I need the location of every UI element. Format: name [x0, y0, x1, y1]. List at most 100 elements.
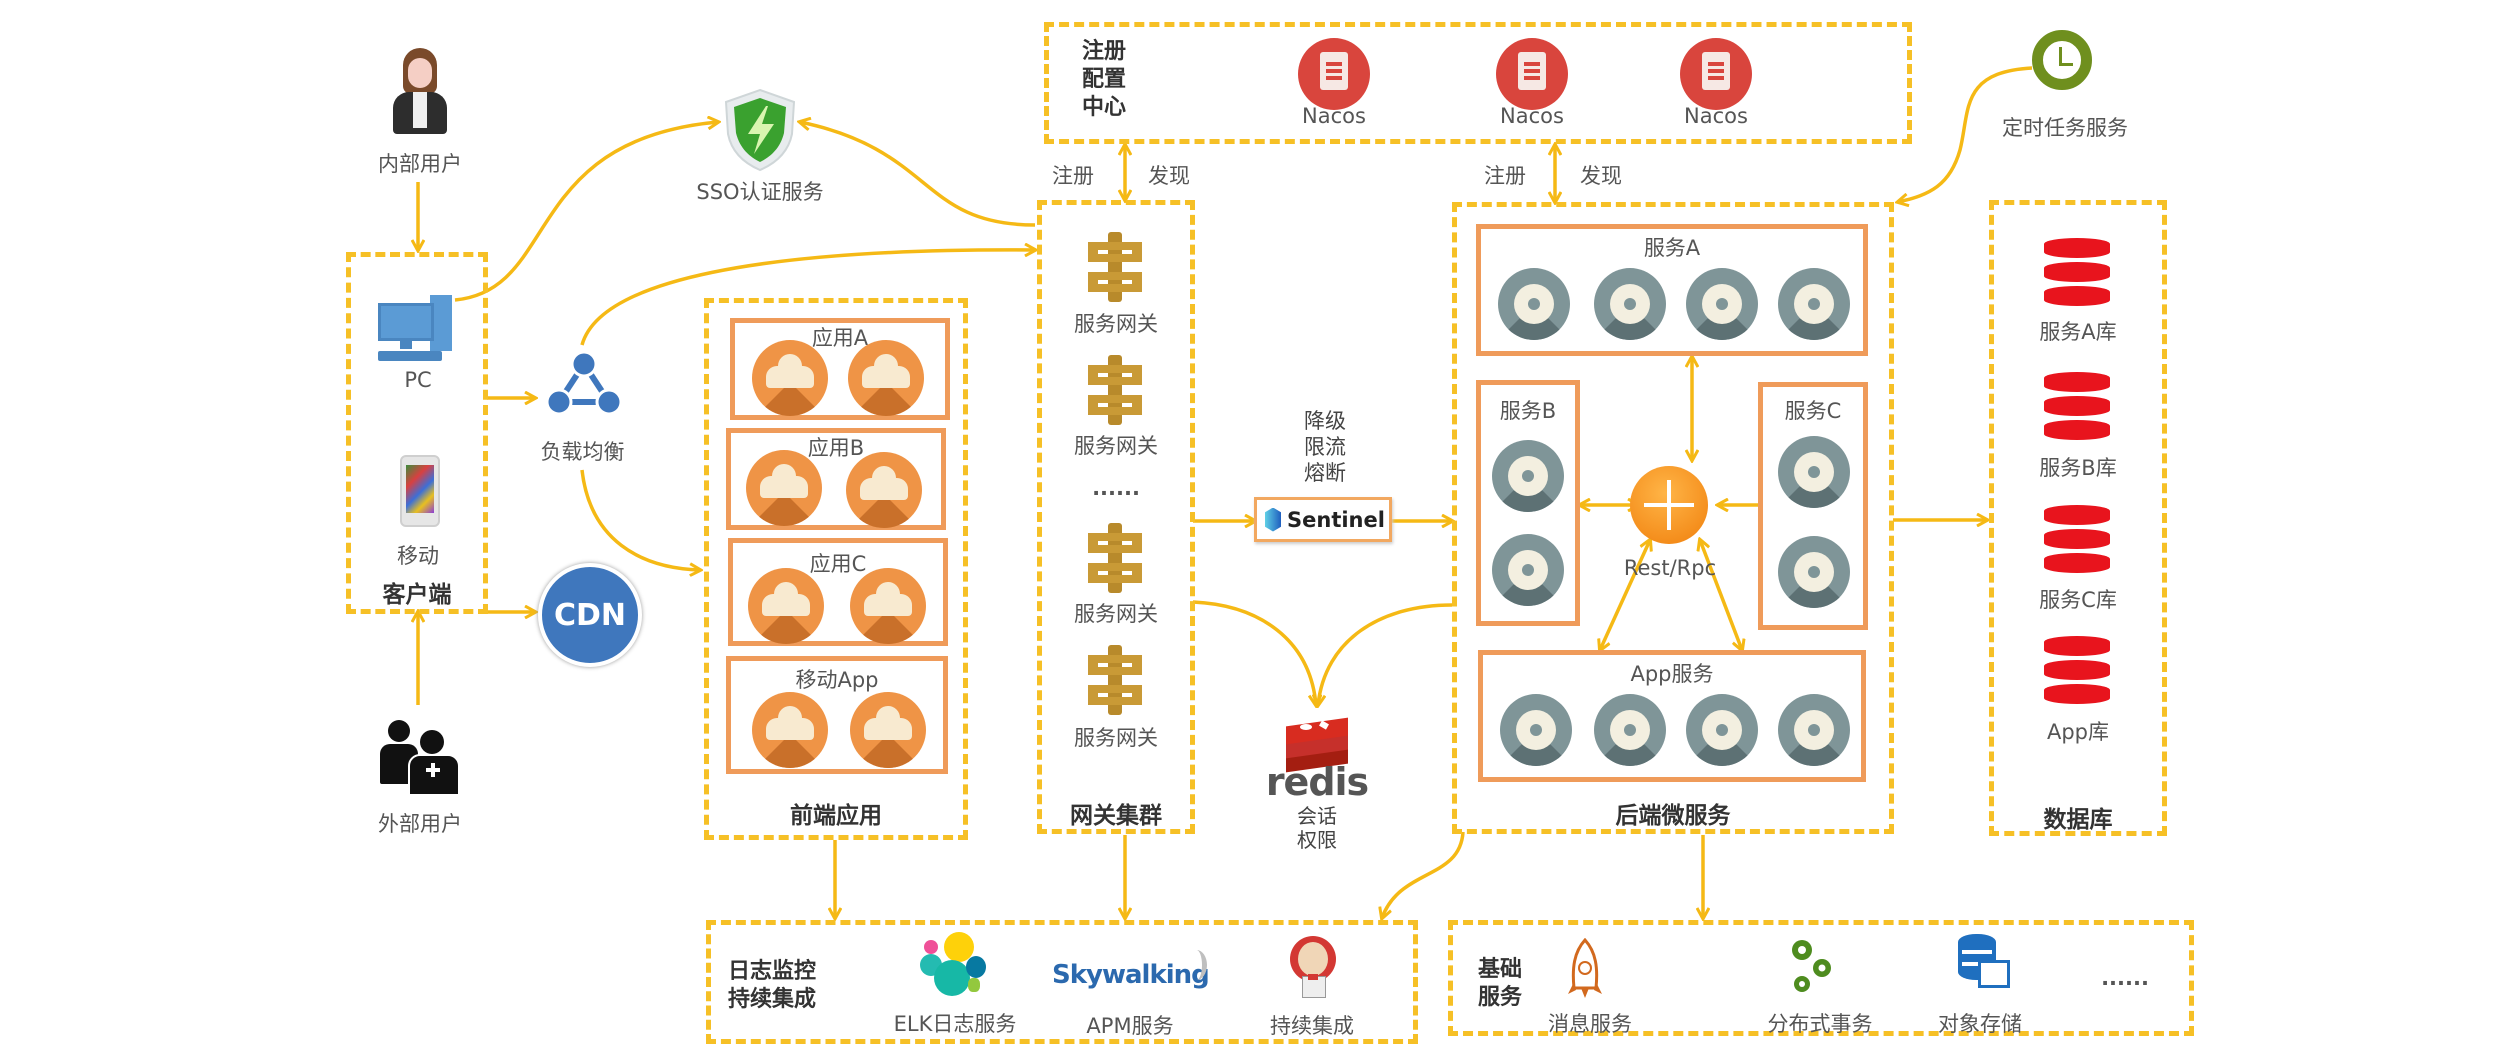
database-title: 数据库: [2043, 807, 2113, 833]
rocket-icon[interactable]: [1568, 937, 1602, 1000]
frontend-title: 前端应用: [790, 803, 882, 829]
backend-group: [1452, 202, 1894, 834]
registry-title-line: 注册: [1082, 39, 1127, 64]
app-label: 移动App: [795, 668, 879, 692]
cloud-icon: [752, 340, 828, 416]
gear-icon: [1778, 436, 1850, 508]
arrow-lb-to-frontend: [580, 469, 700, 570]
jenkins-icon[interactable]: [1290, 936, 1336, 998]
gateway-title: 网关集群: [1070, 803, 1162, 829]
infra-title-line: 基础: [1478, 957, 1523, 982]
pc-icon[interactable]: [378, 295, 458, 363]
scheduler-label: 定时任务服务: [2002, 116, 2128, 140]
gear-icon: [1500, 694, 1572, 766]
register-label: 注册: [1052, 164, 1094, 188]
mobile-icon[interactable]: [400, 455, 440, 527]
database-label[interactable]: 服务B库: [2039, 456, 2117, 480]
nacos-icon[interactable]: [1496, 38, 1568, 110]
gear-icon: [1594, 694, 1666, 766]
redis-feature: 权限: [1297, 828, 1337, 852]
arrow-gateway-to-sso: [800, 122, 1036, 227]
discover-label: 发现: [1580, 164, 1622, 188]
arrow-backend-to-monitoring: [1382, 831, 1465, 918]
rest-rpc-hub-icon[interactable]: [1630, 466, 1708, 544]
database-label[interactable]: 服务A库: [2039, 320, 2117, 344]
cloud-icon: [846, 452, 922, 528]
infra-title-line: 服务: [1478, 985, 1523, 1010]
database-label[interactable]: App库: [2046, 720, 2110, 744]
pc-label: PC: [404, 368, 432, 392]
rest-rpc-label: Rest/Rpc: [1623, 556, 1717, 580]
gateway-group: [1037, 200, 1195, 834]
sentinel-icon: [1265, 507, 1281, 532]
redis-feature: 会话: [1297, 804, 1337, 828]
gear-icon: [1498, 268, 1570, 340]
arrow-backend-to-redis: [1318, 603, 1453, 705]
client-title: 客户端: [382, 582, 452, 608]
cloud-icon: [848, 340, 924, 416]
monitoring-title-line: 日志监控: [728, 959, 817, 984]
database-group: [1989, 200, 2167, 836]
service-c-label: 服务C: [1784, 399, 1842, 423]
external-user-icon[interactable]: [380, 720, 460, 796]
elk-label: ELK日志服务: [893, 1012, 1017, 1036]
gateway-node-label[interactable]: 服务网关: [1074, 434, 1158, 458]
sso-shield-icon[interactable]: [722, 88, 798, 172]
sentinel-feature: 熔断: [1304, 461, 1346, 485]
nacos-label: Nacos: [1500, 104, 1564, 128]
gateway-node-label[interactable]: 服务网关: [1074, 312, 1158, 336]
cdn-label: CDN: [553, 597, 627, 633]
load-balancer-label: 负载均衡: [540, 440, 625, 464]
database-icon: [2044, 505, 2110, 577]
app-label: 应用A: [811, 326, 869, 350]
database-label[interactable]: 服务C库: [2039, 588, 2117, 612]
gear-icon: [1686, 694, 1758, 766]
app-label: 应用C: [809, 552, 867, 576]
cloud-icon: [850, 692, 926, 768]
cdn-node[interactable]: CDN: [538, 563, 642, 667]
backend-title: 后端微服务: [1615, 803, 1731, 829]
apm-label: APM服务: [1086, 1014, 1174, 1038]
cloud-icon: [850, 568, 926, 644]
sentinel-feature: 降级: [1304, 409, 1346, 433]
sentinel-label: Sentinel: [1287, 507, 1385, 532]
app-service-label: App服务: [1630, 662, 1714, 686]
nacos-icon[interactable]: [1680, 38, 1752, 110]
cloud-icon: [752, 692, 828, 768]
redis-label: redis: [1265, 760, 1369, 804]
service-b-label: 服务B: [1499, 399, 1557, 423]
database-icon: [2044, 636, 2110, 708]
redis-icon[interactable]: [1286, 717, 1348, 773]
external-user-label: 外部用户: [378, 812, 462, 836]
sentinel-box[interactable]: Sentinel: [1254, 497, 1392, 542]
arrow-gateway-to-redis: [1192, 600, 1316, 705]
internal-user-icon: [393, 48, 447, 138]
elk-icon[interactable]: [920, 932, 988, 1000]
gateway-ellipsis: ......: [1092, 476, 1140, 500]
gateway-node-label[interactable]: 服务网关: [1074, 602, 1158, 626]
gear-icon: [1492, 440, 1564, 512]
sentinel-features: 降级 限流 熔断: [1290, 408, 1360, 486]
gear-icon: [1778, 536, 1850, 608]
object-storage-icon[interactable]: [1958, 934, 2010, 988]
sso-label: SSO认证服务: [696, 180, 824, 204]
ci-label: 持续集成: [1270, 1014, 1354, 1038]
register-label: 注册: [1484, 164, 1526, 188]
clock-icon[interactable]: [2032, 30, 2092, 90]
mobile-label: 移动: [397, 544, 439, 568]
internal-user[interactable]: [385, 48, 455, 148]
database-icon: [2044, 372, 2110, 444]
gear-icon: [1594, 268, 1666, 340]
gears-icon[interactable]: [1786, 936, 1836, 998]
infra-group: [1448, 920, 2194, 1036]
skywalking-logo[interactable]: Skywalking: [1052, 960, 1210, 990]
gateway-node-label[interactable]: 服务网关: [1074, 726, 1158, 750]
gear-icon: [1492, 534, 1564, 606]
nacos-icon[interactable]: [1298, 38, 1370, 110]
service-a-label: 服务A: [1643, 236, 1701, 260]
gateway-icon: [1084, 523, 1146, 593]
registry-title-line: 配置: [1082, 67, 1127, 92]
registry-title: 注册 配置 中心: [1082, 38, 1126, 122]
load-balancer-icon[interactable]: [545, 350, 623, 420]
redis-features: 会话 权限: [1282, 804, 1352, 852]
